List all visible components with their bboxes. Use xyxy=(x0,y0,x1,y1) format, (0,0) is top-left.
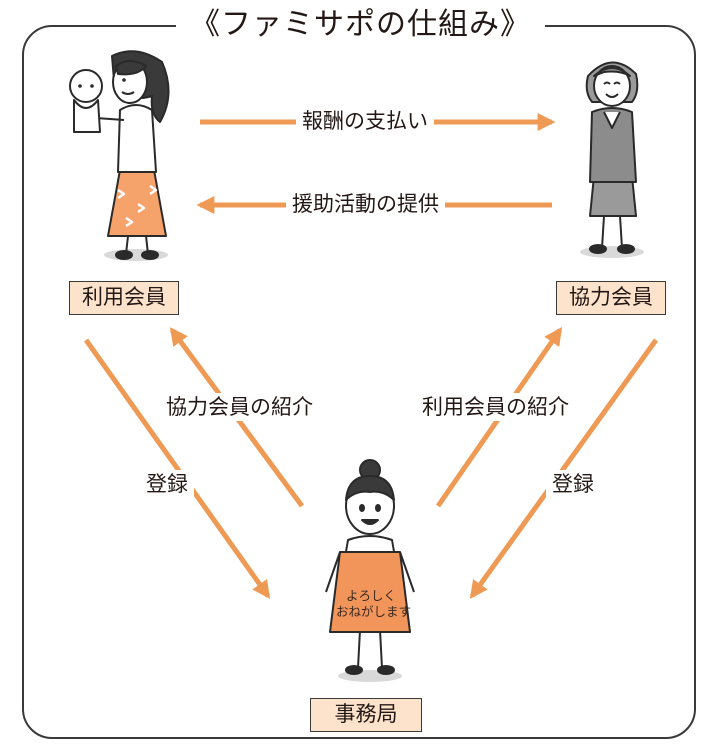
node-user-member: 利用会員 xyxy=(69,281,179,315)
office-staff-illustration xyxy=(325,459,415,682)
title-text: 《ファミサポの仕組み》 xyxy=(176,7,545,42)
edge-label-register-left: 登録 xyxy=(140,470,194,498)
apron-text-line1: よろしく xyxy=(346,588,397,603)
diagram-title: 《ファミサポの仕組み》 xyxy=(0,5,721,45)
node-office: 事務局 xyxy=(310,698,422,732)
edge-label-support: 援助活動の提供 xyxy=(286,190,445,218)
arrow-register-left xyxy=(83,338,271,599)
edge-label-intro-user: 利用会員の紹介 xyxy=(416,393,575,421)
arrow-register-right xyxy=(469,338,659,599)
edge-label-payment: 報酬の支払い xyxy=(296,107,434,135)
supporter-woman-illustration xyxy=(580,61,644,258)
edge-label-register-right: 登録 xyxy=(546,470,600,498)
apron-text-line2: おねがします xyxy=(336,604,412,619)
node-supporter-member: 協力会員 xyxy=(556,281,666,315)
edge-label-intro-supporter: 協力会員の紹介 xyxy=(160,393,319,421)
mother-with-baby-illustration xyxy=(69,50,170,261)
